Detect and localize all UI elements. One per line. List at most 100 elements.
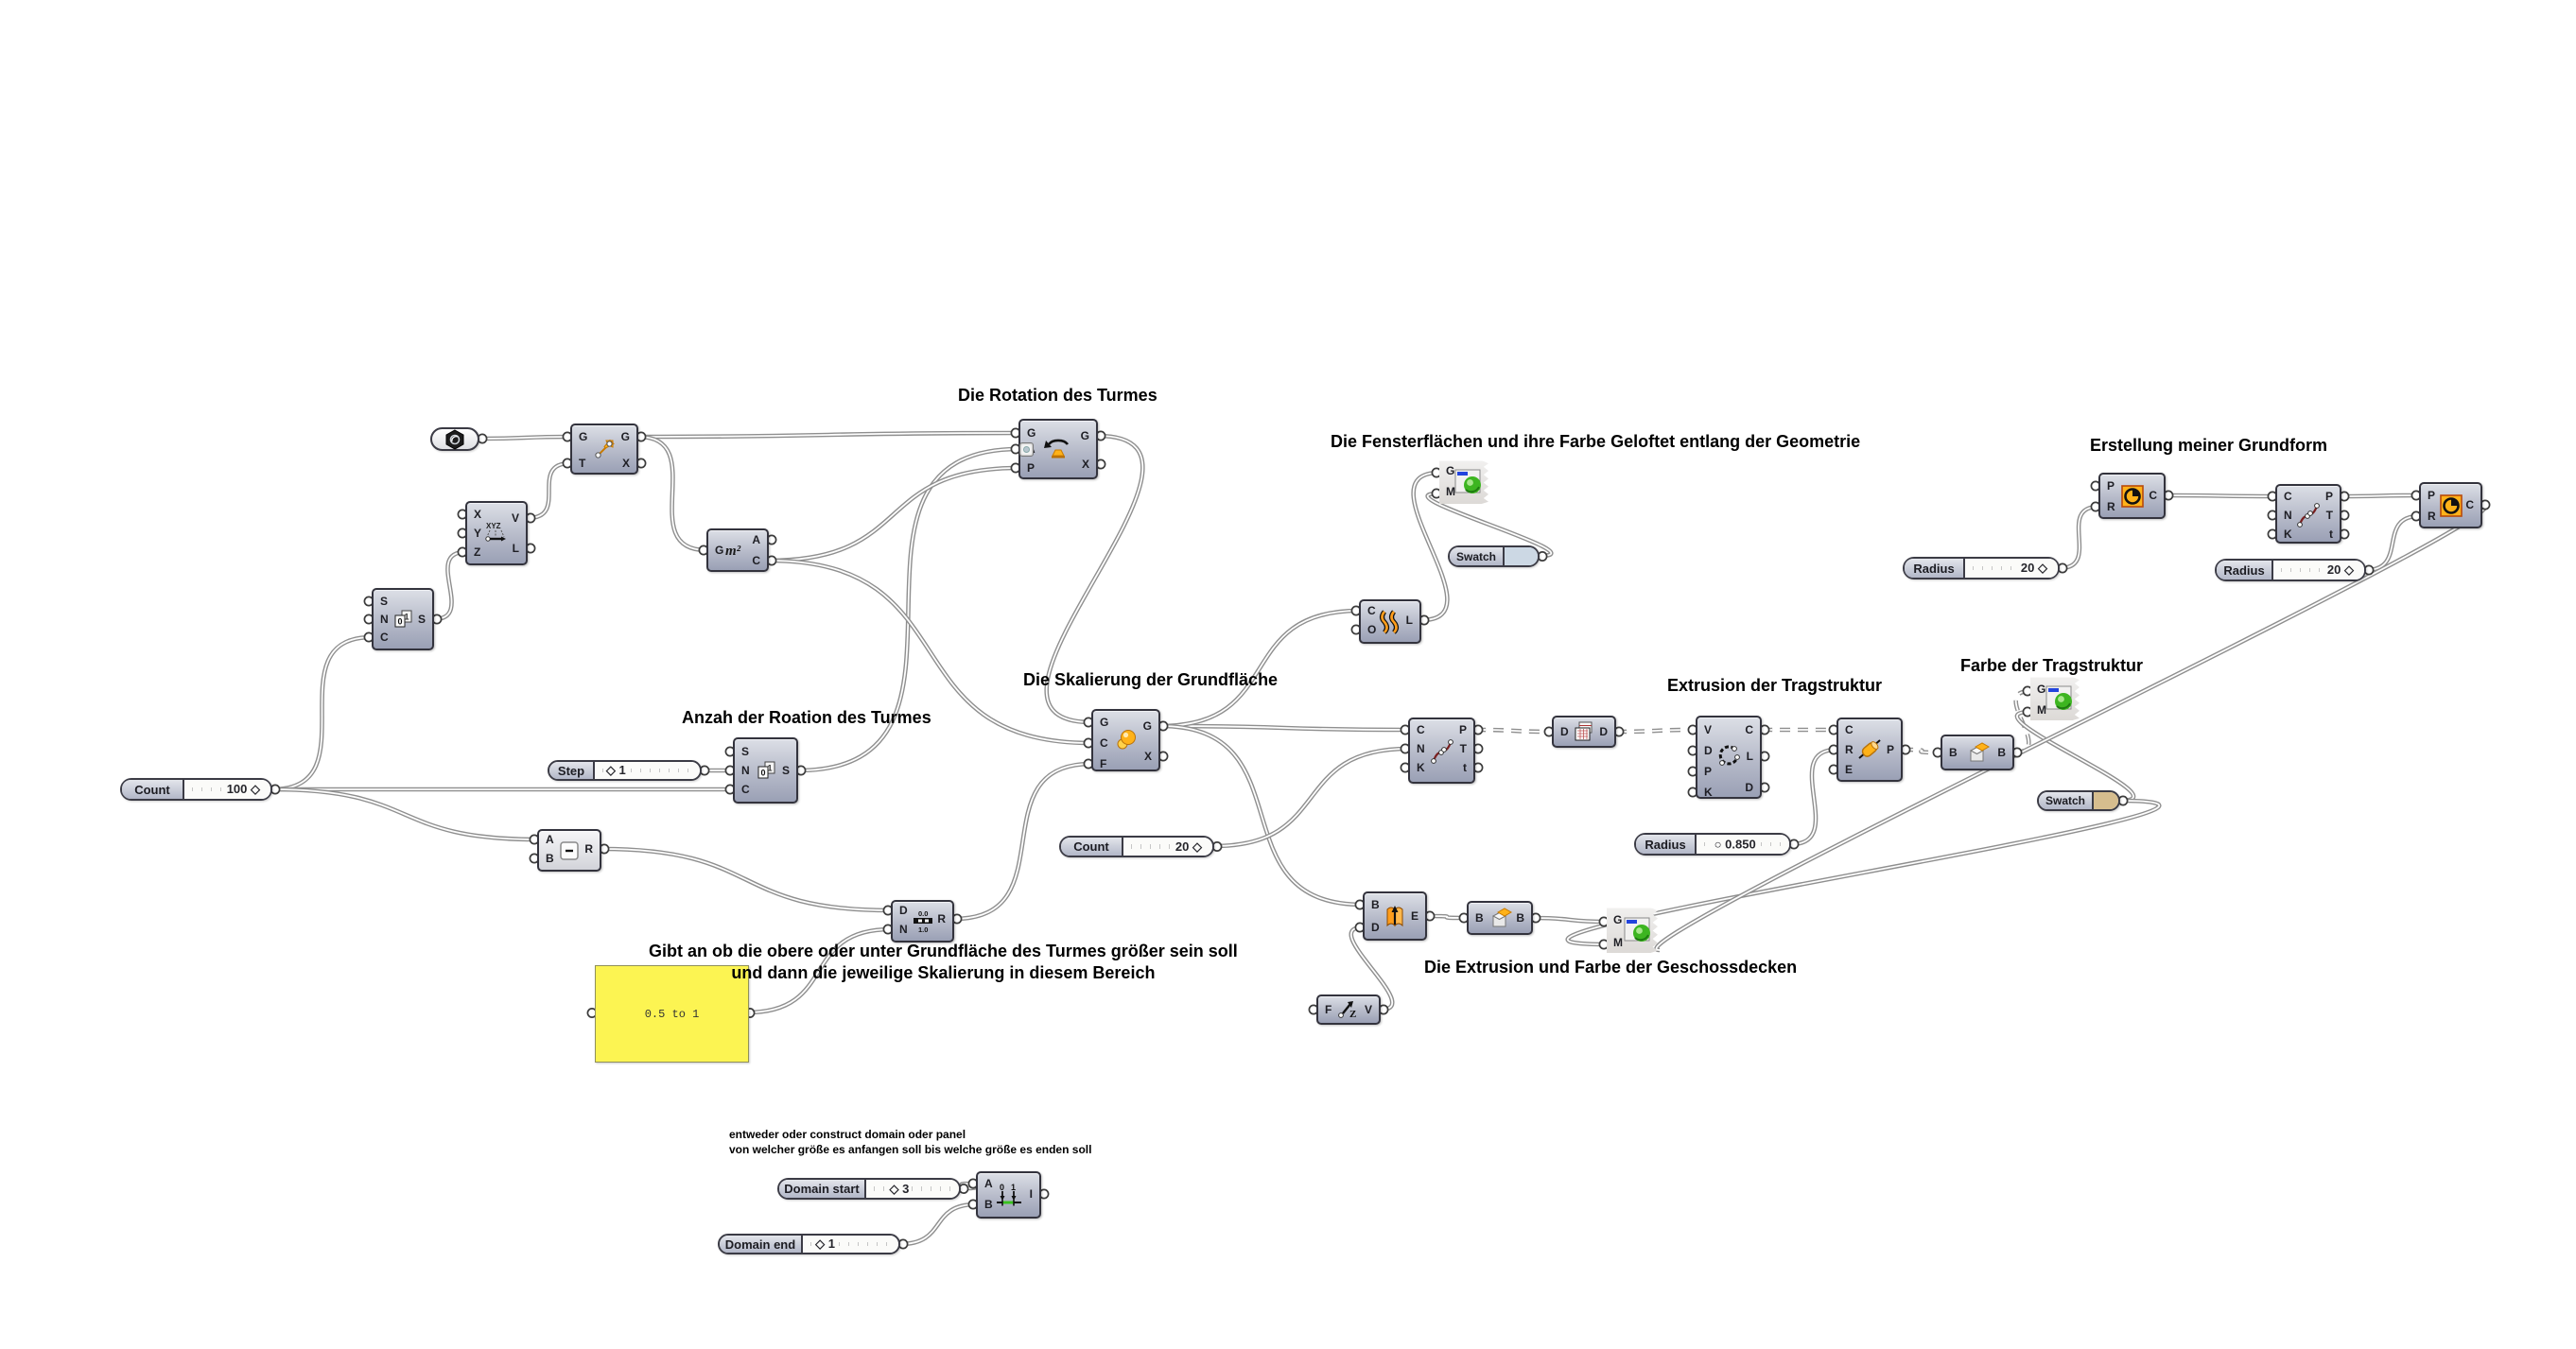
port-label-C: C [2465, 498, 2474, 511]
wire [433, 549, 466, 622]
port-label-T: T [1459, 742, 1467, 755]
slider-track[interactable]: 20 ◇ [2273, 561, 2364, 579]
slider-track[interactable]: ◇ 1 [595, 762, 700, 779]
slider-value[interactable]: ◇ 1 [602, 763, 629, 778]
domain-end-slider[interactable]: Domain end◇ 1 [718, 1234, 900, 1254]
port-label-R: R [1845, 743, 1854, 756]
radius-slider-pipe[interactable]: Radius○ 0.850 [1634, 833, 1791, 856]
step-slider[interactable]: Step ◇ 1 [548, 760, 702, 781]
extrude-icon [1365, 893, 1425, 939]
port-label-T: T [579, 457, 586, 470]
slider-track[interactable]: 20 ◇ [1123, 838, 1212, 856]
port-label-N: N [380, 613, 389, 626]
domain-panel[interactable]: 0.5 to 1 [595, 965, 749, 1063]
swatch-window[interactable]: Swatch [1448, 545, 1540, 567]
wire [1790, 747, 1837, 847]
port-label-R: R [584, 842, 593, 856]
port-label-C: C [1845, 723, 1854, 736]
wire-core [2341, 494, 2420, 497]
wire-core [1474, 729, 1553, 733]
wire [2365, 513, 2420, 573]
wire-core [2059, 506, 2099, 569]
port-label-B: B [1997, 746, 2006, 759]
port-label-K: K [1417, 761, 1425, 774]
slider-track[interactable]: ◇ 1 [803, 1236, 898, 1253]
degrees-toggle-button[interactable] [1019, 442, 1034, 457]
slider-track[interactable]: ○ 0.850 [1697, 835, 1789, 854]
slider-value[interactable]: ◇ 1 [812, 1237, 838, 1252]
wire-core [527, 462, 571, 519]
slider-track[interactable]: 100 ◇ [184, 780, 270, 799]
wire-core [1790, 749, 1837, 845]
wire-core [1159, 725, 1364, 906]
slider-track[interactable]: 20 ◇ [1965, 559, 2058, 578]
cap-icon [1942, 736, 2012, 769]
slider-track[interactable]: ◇ 3 [866, 1180, 959, 1198]
port-label-E: E [1845, 763, 1854, 776]
svg-text:0: 0 [760, 769, 765, 778]
node-geometry-pipeline[interactable] [430, 427, 479, 451]
area-icon: m² [708, 530, 767, 570]
wire-core [600, 848, 892, 911]
geschoss-label: Die Extrusion und Farbe der Geschossdeck… [1424, 958, 1798, 977]
wire [1159, 723, 1409, 733]
swatch-color[interactable] [1505, 547, 1538, 565]
port-label-O: O [1367, 623, 1377, 636]
slider-value[interactable]: 20 ◇ [2324, 562, 2357, 578]
slider-label: Step [549, 762, 595, 779]
node-rotate[interactable]: GAPGX [1018, 419, 1098, 479]
slider-value[interactable]: 20 ◇ [2017, 561, 2050, 576]
port-label-M: M [2037, 703, 2046, 717]
port-label-S: S [741, 745, 750, 758]
slider-value[interactable]: ○ 0.850 [1711, 837, 1759, 852]
swatch-structure[interactable]: Swatch [2037, 790, 2120, 811]
port-label-P: P [1458, 723, 1467, 736]
port-label-P: P [2324, 490, 2333, 503]
flatten-icon [1554, 718, 1614, 746]
port-label-S: S [417, 613, 426, 626]
slider-value[interactable]: 20 ◇ [1172, 839, 1205, 855]
slider-value[interactable]: ◇ 3 [886, 1181, 913, 1197]
slider-value[interactable]: 100 ◇ [223, 782, 263, 797]
wire-core [479, 436, 571, 440]
port-label-B: B [546, 852, 554, 865]
svg-text:XYZ: XYZ [486, 522, 501, 530]
wire [1426, 913, 1468, 921]
skalierung-label: Die Skalierung der Grundfläche [1023, 670, 1279, 689]
wire-core [637, 436, 707, 551]
domain-start-slider[interactable]: Domain start◇ 3 [777, 1178, 961, 1200]
wire [2013, 688, 2031, 755]
swatch-color[interactable] [2094, 792, 2118, 809]
rotate-icon [1020, 421, 1096, 477]
